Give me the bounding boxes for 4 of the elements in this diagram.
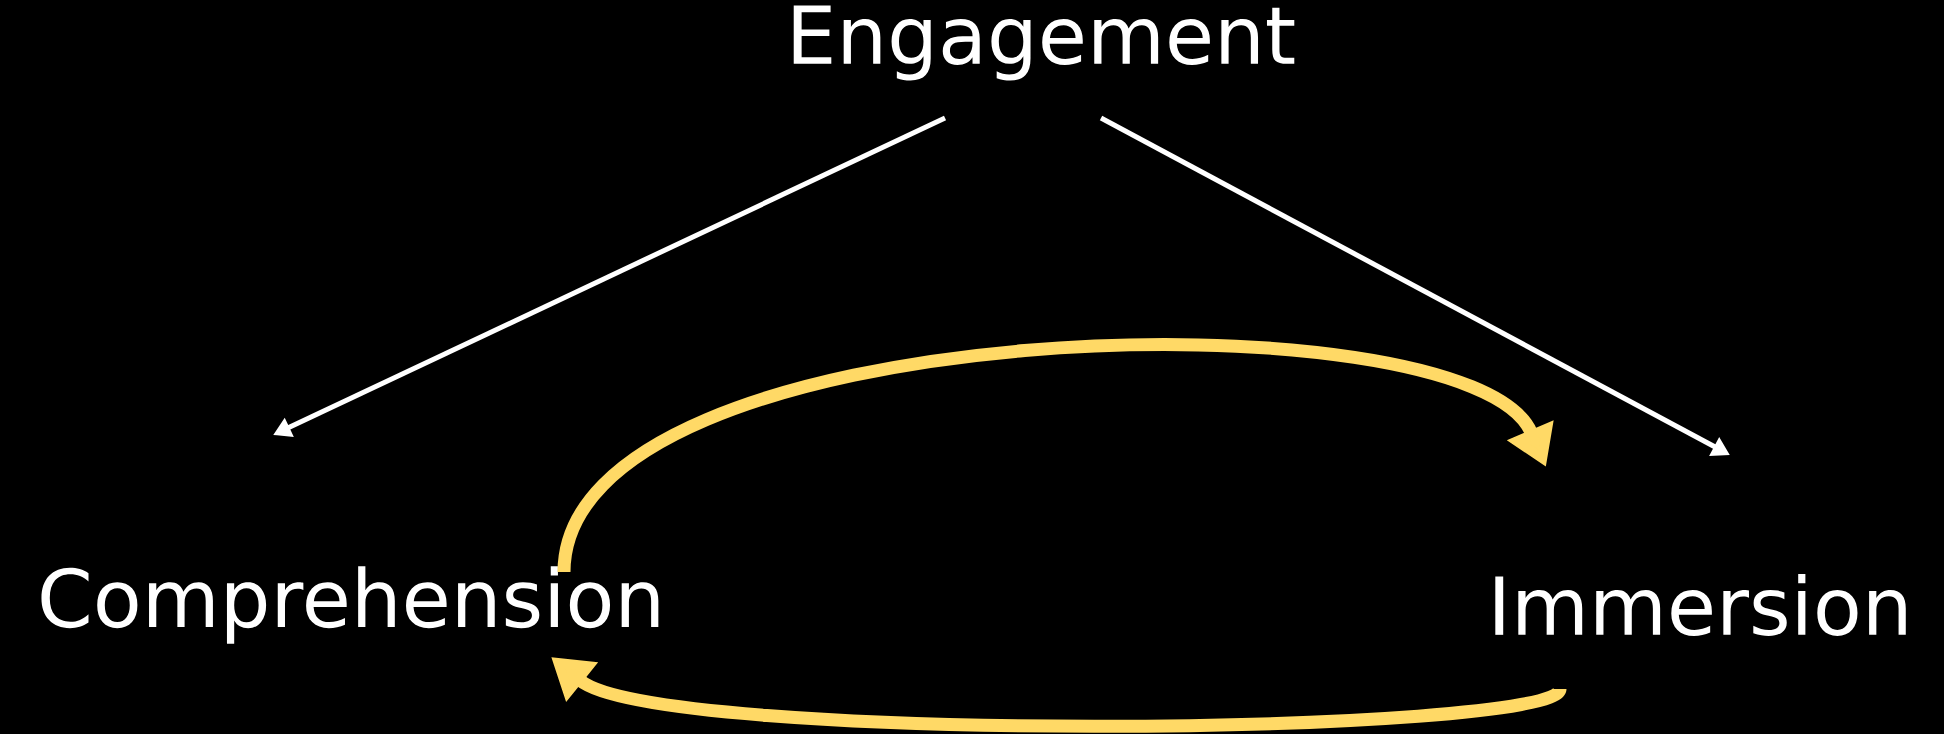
node-label: Immersion	[1495, 574, 1906, 636]
arrow	[557, 338, 1554, 574]
node-label: Comprehension	[41, 566, 659, 644]
node-label: Engagement	[793, 5, 1295, 81]
